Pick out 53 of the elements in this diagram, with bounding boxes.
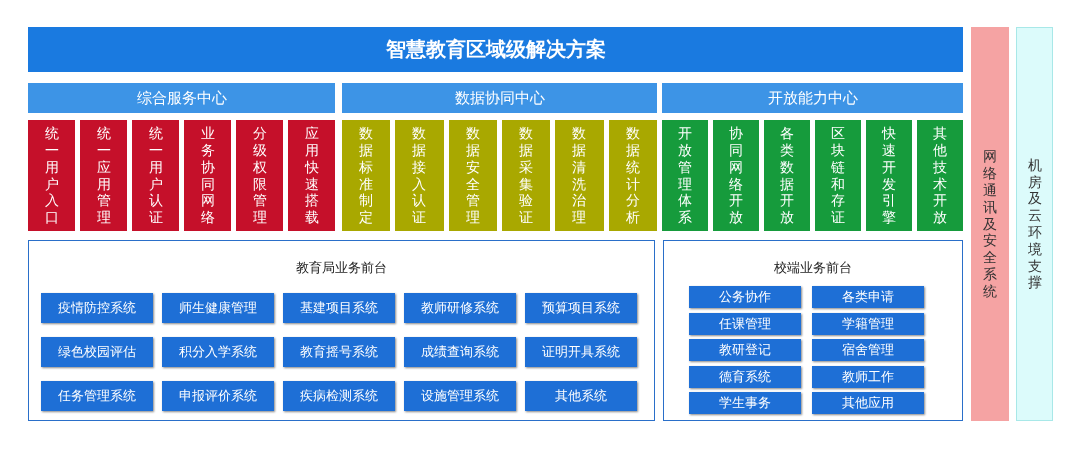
system-tile: 任课管理 (689, 312, 801, 335)
module-tile: 协同网络开放 (713, 120, 759, 231)
side-bar: 机房及云环境支撑 (1016, 27, 1053, 421)
system-tile: 预算项目系统 (525, 293, 637, 323)
module-tile: 数据统计分析 (608, 120, 657, 231)
section-header: 开放能力中心 (662, 83, 963, 113)
panel (663, 240, 963, 421)
system-tile: 其他应用 (812, 392, 924, 414)
side-bar: 网络通讯及安全系统 (971, 27, 1009, 421)
system-tile: 师生健康管理 (162, 293, 274, 323)
system-tile: 教师工作 (812, 365, 924, 388)
panel-heading: 教育局业务前台 (295, 259, 388, 277)
module-tile: 统一用户入口 (28, 120, 75, 231)
system-tile: 学籍管理 (812, 312, 924, 335)
module-tile: 统一用户认证 (132, 120, 179, 231)
system-tile: 疫情防控系统 (41, 293, 153, 323)
module-tile: 区块链和存证 (815, 120, 861, 231)
module-tile: 数据清洗治理 (555, 120, 604, 231)
module-tile: 应用快速搭载 (288, 120, 335, 231)
module-tile: 其他技术开放 (917, 120, 963, 231)
system-tile: 绿色校园评估 (41, 337, 153, 367)
system-tile: 德育系统 (689, 365, 801, 388)
system-tile: 教育摇号系统 (283, 337, 395, 367)
module-tile: 快速开发引擎 (866, 120, 912, 231)
module-tile: 开放管理体系 (662, 120, 708, 231)
system-tile: 基建项目系统 (283, 293, 395, 323)
system-tile: 申报评价系统 (162, 381, 274, 411)
module-tile: 数据接入认证 (395, 120, 444, 231)
system-tile: 设施管理系统 (404, 381, 516, 411)
panel-heading: 校端业务前台 (773, 259, 853, 277)
section-header: 综合服务中心 (28, 83, 335, 113)
system-tile: 各类申请 (812, 286, 924, 308)
module-tile: 各类数据开放 (764, 120, 810, 231)
system-tile: 学生事务 (689, 392, 801, 414)
module-tile: 数据安全管理 (448, 120, 497, 231)
section-header: 数据协同中心 (342, 83, 657, 113)
system-tile: 疾病检测系统 (283, 381, 395, 411)
module-tile: 业务协同网络 (184, 120, 231, 231)
module-tile: 数据采集验证 (502, 120, 551, 231)
title-banner: 智慧教育区域级解决方案 (28, 27, 963, 72)
module-tile: 统一应用管理 (80, 120, 127, 231)
system-tile: 公务协作 (689, 286, 801, 308)
system-tile: 成绩查询系统 (404, 337, 516, 367)
module-tile: 分级权限管理 (236, 120, 283, 231)
system-tile: 教研登记 (689, 339, 801, 361)
panel (28, 240, 655, 421)
module-tile: 数据标准制定 (342, 120, 391, 231)
system-tile: 积分入学系统 (162, 337, 274, 367)
system-tile: 宿舍管理 (812, 339, 924, 361)
system-tile: 其他系统 (525, 381, 637, 411)
system-tile: 证明开具系统 (525, 337, 637, 367)
system-tile: 任务管理系统 (41, 381, 153, 411)
system-tile: 教师研修系统 (404, 293, 516, 323)
